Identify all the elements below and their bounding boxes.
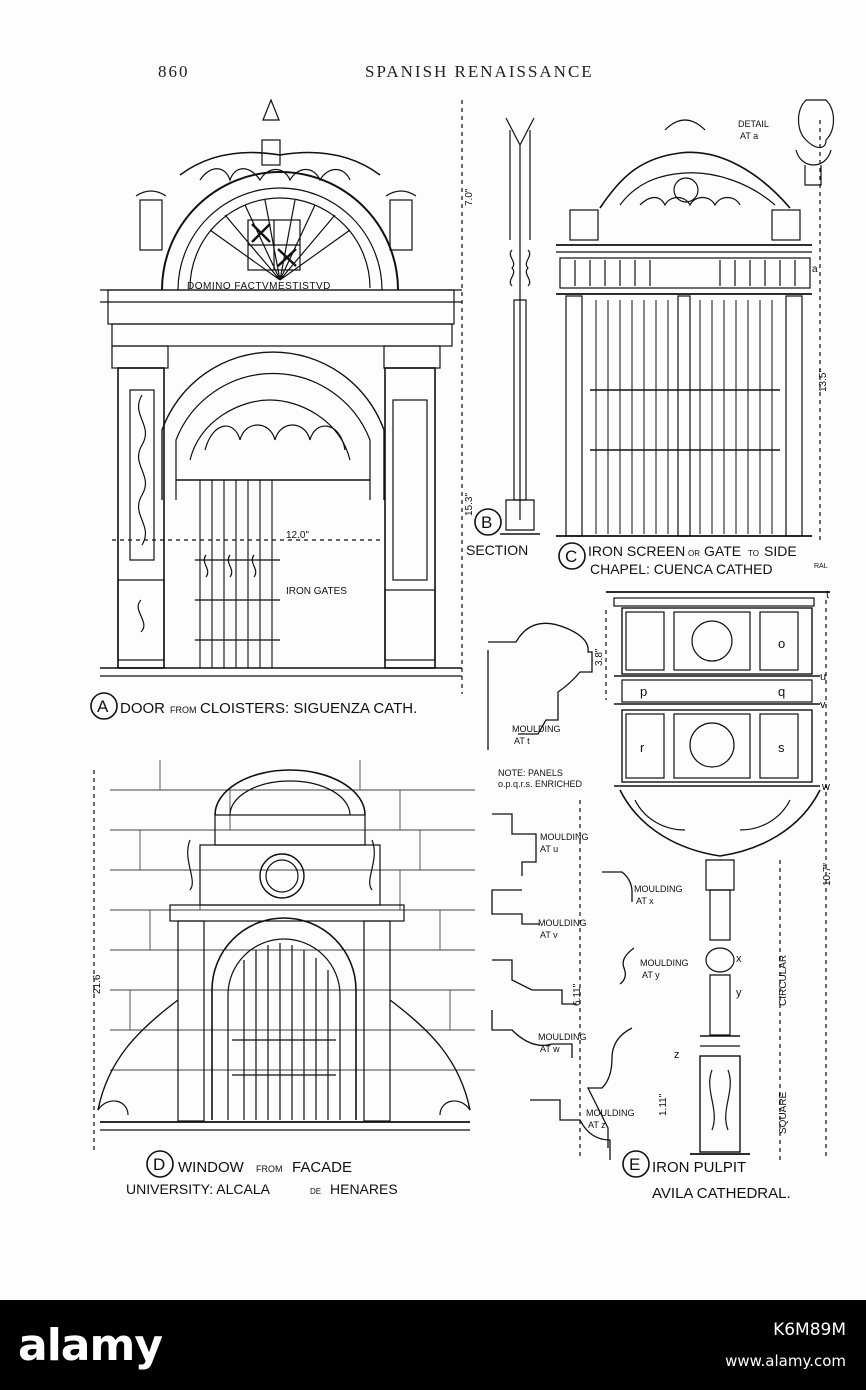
- moulding-profiles: [487, 622, 635, 1160]
- c-marker-a: a: [812, 264, 818, 275]
- plate-page: 860 SPANISH RENAISSANCE: [90, 62, 835, 1202]
- b-letter: B: [481, 513, 492, 532]
- moulding-u-label: MOULDING: [540, 832, 589, 842]
- e-dim-base: 1.11": [658, 1093, 669, 1116]
- c-line1-c: SIDE: [764, 543, 797, 559]
- c-line1-b: GATE: [704, 543, 741, 559]
- e-panel-r: r: [640, 740, 645, 755]
- figure-d-window: [93, 760, 475, 1178]
- e-panel-o: o: [778, 636, 785, 651]
- d-line1-b: FACADE: [292, 1159, 352, 1176]
- e-dim-upper: 3.8": [594, 648, 605, 666]
- moulding-w-at: AT w: [540, 1044, 560, 1054]
- d-line2-small: DE: [310, 1187, 321, 1196]
- d-line1-a: WINDOW: [178, 1159, 245, 1176]
- brand-logo: alamy: [18, 1320, 163, 1371]
- e-marker-v: v: [820, 699, 826, 711]
- note-line-1: NOTE: PANELS: [498, 768, 563, 778]
- e-panel-s: s: [778, 740, 785, 755]
- d-letter: D: [153, 1155, 165, 1174]
- d-line2-a: UNIVERSITY: ALCALA: [126, 1181, 271, 1197]
- a-caption-2: CLOISTERS: SIGUENZA CATH.: [200, 700, 417, 717]
- moulding-z-label: MOULDING: [586, 1108, 635, 1118]
- e-marker-z: z: [674, 1049, 680, 1061]
- a-caption-small: FROM: [170, 705, 197, 715]
- moulding-t-label: MOULDING: [512, 724, 561, 734]
- e-marker-w: w: [821, 781, 830, 793]
- c-line1-a: IRON SCREEN: [588, 543, 685, 559]
- e-marker-u: u: [820, 671, 826, 683]
- moulding-u-at: AT u: [540, 844, 558, 854]
- b-caption: SECTION: [466, 542, 528, 558]
- moulding-y-label: MOULDING: [640, 958, 689, 968]
- d-dim-side: 21.6: [92, 974, 103, 994]
- a-letter: A: [97, 697, 109, 716]
- plate-drawing: DOMINO FACTVMESTISTVD 7.0" 15.3" 12.0" I…: [90, 98, 835, 1202]
- moulding-y-at: AT y: [642, 970, 660, 980]
- e-line1: IRON PULPIT: [652, 1159, 746, 1176]
- moulding-v-label: MOULDING: [538, 918, 587, 928]
- moulding-x-label: MOULDING: [634, 884, 683, 894]
- image-id: K6M89M: [773, 1320, 846, 1340]
- e-dim-total: 10.7": [822, 863, 833, 886]
- c-detail-at: AT a: [740, 131, 758, 141]
- e-marker-x: x: [736, 953, 742, 965]
- stock-footer-bar: alamy K6M89M www.alamy.com: [0, 1300, 866, 1390]
- note-line-2: o.p.q.r.s. ENRICHED: [498, 779, 583, 789]
- figure-b-section: [474, 117, 540, 536]
- moulding-v-at: AT v: [540, 930, 558, 940]
- e-panel-p: p: [640, 684, 647, 699]
- e-circular: CIRCULAR: [778, 955, 789, 1006]
- moulding-x-at: AT x: [636, 896, 654, 906]
- a-dim-top: 7.0": [464, 188, 475, 206]
- d-line1-small: FROM: [256, 1164, 283, 1174]
- e-letter: E: [629, 1155, 640, 1174]
- figure-c-iron-screen: [556, 99, 835, 570]
- figure-e-pulpit: [579, 591, 830, 1178]
- c-dim-side: 13.5": [818, 369, 829, 392]
- site-url: www.alamy.com: [725, 1352, 846, 1370]
- e-marker-t: t: [826, 589, 829, 601]
- moulding-w-label: MOULDING: [538, 1032, 587, 1042]
- running-title: SPANISH RENAISSANCE: [365, 62, 594, 81]
- a-dim-side: 15.3": [464, 493, 475, 516]
- page-number: 860: [158, 62, 190, 81]
- a-inscription: DOMINO FACTVMESTISTVD: [187, 281, 331, 292]
- e-marker-y: y: [736, 987, 742, 999]
- d-line2-b: HENARES: [330, 1181, 398, 1197]
- a-caption-1: DOOR: [120, 700, 165, 717]
- moulding-z-at: AT z: [588, 1120, 606, 1130]
- e-line2: AVILA CATHEDRAL.: [652, 1185, 791, 1202]
- e-square: SQUARE: [778, 1091, 789, 1134]
- c-line2: CHAPEL: CUENCA CATHED: [590, 561, 773, 577]
- c-detail: DETAIL: [738, 119, 769, 129]
- e-panel-q: q: [778, 684, 785, 699]
- c-line1-small2: TO: [748, 549, 759, 558]
- a-gates-label: IRON GATES: [286, 586, 347, 597]
- c-line1-small1: OR: [688, 549, 700, 558]
- moulding-t-at: AT t: [514, 736, 530, 746]
- c-letter: C: [565, 547, 577, 566]
- e-dim-lower: 6.11": [572, 983, 583, 1006]
- c-line2-sup: RAL: [814, 563, 828, 570]
- a-dim-width: 12.0": [286, 530, 309, 541]
- figure-a-door: [90, 98, 463, 720]
